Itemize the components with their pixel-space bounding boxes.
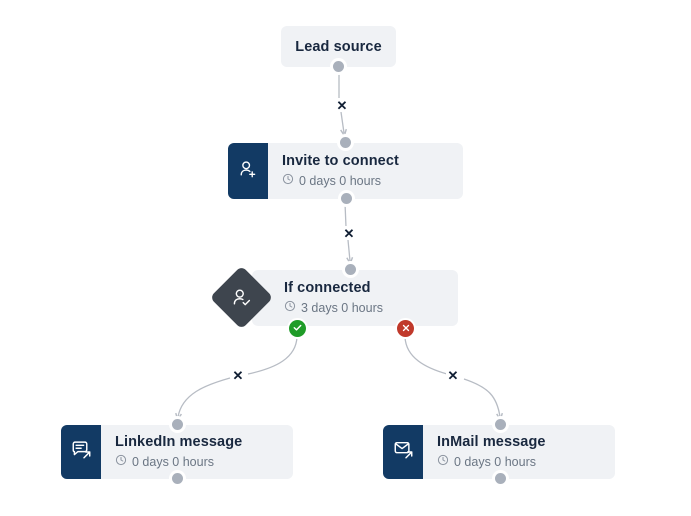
- chat-bubble-arrow-icon: [70, 438, 93, 466]
- clock-icon: [282, 173, 294, 189]
- clock-icon: [115, 454, 127, 470]
- inmail-title: InMail message: [437, 434, 546, 450]
- edge-remove-lead-to-invite[interactable]: ✕: [335, 97, 349, 113]
- edge-invite-to-condition-tail[interactable]: [346, 239, 354, 266]
- condition-diamond[interactable]: [209, 265, 274, 330]
- invite-body: Invite to connect 0 days 0 hours: [268, 143, 399, 199]
- node-lead-source[interactable]: Lead source: [281, 26, 396, 67]
- invite-delay-text: 0 days 0 hours: [299, 173, 381, 188]
- user-plus-icon: [237, 158, 259, 185]
- invite-delay: 0 days 0 hours: [282, 173, 399, 189]
- port-invite-in[interactable]: [340, 137, 351, 148]
- envelope-arrow-icon: [392, 438, 415, 466]
- check-circle-icon: [292, 320, 303, 338]
- linkedin-delay: 0 days 0 hours: [115, 454, 242, 470]
- linkedin-title: LinkedIn message: [115, 434, 243, 450]
- linkedin-icon-tile: [61, 425, 101, 479]
- port-linkedin-out[interactable]: [172, 473, 183, 484]
- node-inmail-message[interactable]: InMail message 0 days 0 hours: [383, 425, 615, 479]
- clock-icon: [437, 454, 449, 470]
- port-inmail-out[interactable]: [495, 473, 506, 484]
- port-lead-source-out[interactable]: [333, 61, 344, 72]
- lead-source-title: Lead source: [295, 38, 382, 55]
- inmail-delay: 0 days 0 hours: [437, 454, 546, 470]
- x-circle-icon: [401, 320, 411, 338]
- inmail-body: InMail message 0 days 0 hours: [423, 425, 546, 479]
- if-connected-title: If connected: [284, 280, 371, 296]
- invite-icon-tile: [228, 143, 268, 199]
- node-if-connected[interactable]: If connected 3 days 0 hours: [252, 270, 458, 326]
- edge-remove-invite-to-condition[interactable]: ✕: [342, 225, 356, 241]
- edge-invite-to-condition[interactable]: [344, 202, 347, 228]
- node-invite-to-connect[interactable]: Invite to connect 0 days 0 hours: [228, 143, 463, 199]
- if-connected-body: If connected 3 days 0 hours: [284, 270, 383, 326]
- inmail-delay-text: 0 days 0 hours: [454, 454, 536, 469]
- edge-no-to-inmail-tail[interactable]: [463, 378, 504, 422]
- invite-title: Invite to connect: [282, 153, 399, 169]
- user-check-icon: [219, 275, 264, 320]
- port-invite-out[interactable]: [341, 193, 352, 204]
- inmail-icon-tile: [383, 425, 423, 479]
- linkedin-body: LinkedIn message 0 days 0 hours: [101, 425, 242, 479]
- edge-yes-to-linkedin-tail[interactable]: [175, 377, 231, 422]
- port-if-connected-in[interactable]: [345, 264, 356, 275]
- branch-no-badge[interactable]: [397, 320, 414, 337]
- node-linkedin-message[interactable]: LinkedIn message 0 days 0 hours: [61, 425, 293, 479]
- if-connected-delay-text: 3 days 0 hours: [301, 300, 383, 315]
- port-inmail-in[interactable]: [495, 419, 506, 430]
- branch-yes-badge[interactable]: [289, 320, 306, 337]
- edge-yes-to-linkedin[interactable]: [247, 336, 298, 375]
- edge-remove-yes-to-linkedin[interactable]: ✕: [231, 367, 245, 383]
- port-linkedin-in[interactable]: [172, 419, 183, 430]
- linkedin-delay-text: 0 days 0 hours: [132, 454, 214, 469]
- edge-lead-to-invite-tail[interactable]: [340, 111, 348, 138]
- if-connected-delay: 3 days 0 hours: [284, 300, 383, 316]
- edge-no-to-inmail[interactable]: [404, 336, 448, 375]
- clock-icon: [284, 300, 296, 316]
- edge-remove-no-to-inmail[interactable]: ✕: [446, 367, 460, 383]
